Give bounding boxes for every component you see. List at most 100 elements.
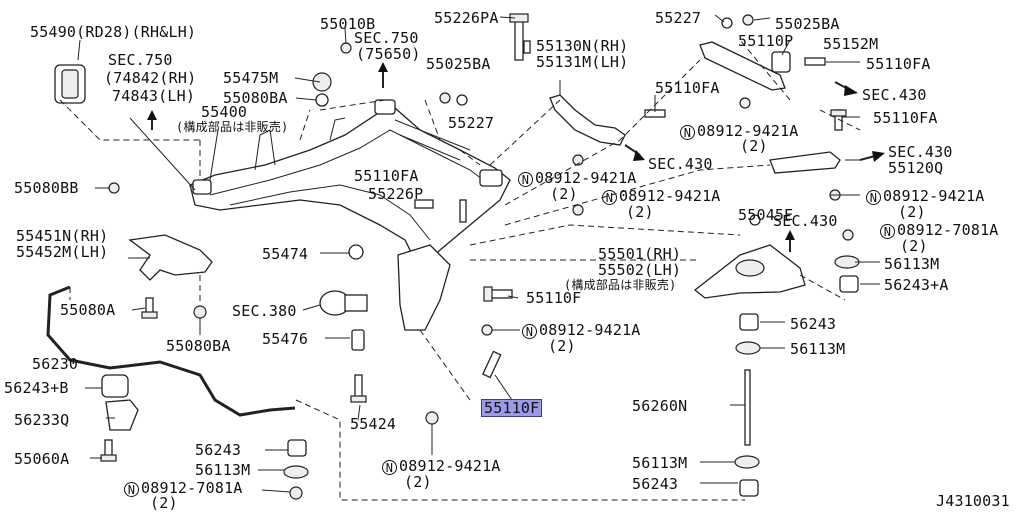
nuts-washers [108, 14, 854, 500]
nut-symbol-icon: N [880, 224, 895, 239]
nut-symbol-icon: N [522, 324, 537, 339]
label-qty-1: (2) [740, 137, 768, 155]
nut-symbol-icon: N [602, 190, 617, 205]
bolts [100, 13, 847, 462]
nut-symbol-icon: N [518, 172, 533, 187]
label-55110fa-left: 55110FA [354, 167, 419, 185]
label-55110p: 55110P [738, 32, 794, 50]
label-56230: 56230 [32, 355, 79, 373]
label-sec750-b: SEC.750 [354, 29, 419, 47]
nut-symbol-icon: N [866, 190, 881, 205]
label-55152m: 55152M [823, 35, 879, 53]
bushing-56243b [101, 374, 129, 398]
label-qty-2: (2) [550, 185, 578, 203]
label-56243b: 56243+B [4, 379, 69, 397]
label-sec750-a-lh: 74843(LH) [112, 87, 196, 105]
bushing-55152m [771, 51, 791, 73]
label-qty-3: (2) [626, 203, 654, 221]
label-55452m: 55452M(LH) [16, 243, 109, 261]
label-55110fa-mid: 55110FA [655, 79, 720, 97]
label-sec750-a-rh: (74842(RH) [104, 69, 197, 87]
label-55080ba-top: 55080BA [223, 89, 288, 107]
leader-lines [77, 14, 880, 493]
label-56113m-bl: 56113M [195, 461, 251, 479]
rear-subframe [189, 99, 511, 331]
label-55060a: 55060A [14, 450, 70, 468]
upper-link-55130n [549, 94, 626, 146]
label-56113m-r1: 56113M [884, 255, 940, 273]
label-56113m-r2: 56113M [790, 340, 846, 358]
label-qty-7081a-bl: (2) [150, 494, 178, 512]
mount-55490 [54, 64, 86, 104]
label-non-sale-1: (構成部品は非販売) [176, 120, 289, 134]
label-55010b: 55010B [320, 15, 376, 33]
label-56243a: 56243+A [884, 276, 949, 294]
label-sec430-a: SEC.430 [862, 86, 927, 104]
label-55131m: 55131M(LH) [536, 53, 629, 71]
label-55424: 55424 [350, 415, 397, 433]
label-55227-mid: 55227 [448, 114, 495, 132]
label-qty-6: (2) [404, 473, 432, 491]
label-55476: 55476 [262, 330, 309, 348]
label-55120q: 55120Q [888, 159, 944, 177]
label-56233q: 56233Q [14, 411, 70, 429]
clamp-56233q [105, 399, 139, 431]
direction-arrows [147, 62, 885, 252]
label-56243-r1: 56243 [790, 315, 837, 333]
label-55227-top: 55227 [655, 9, 702, 27]
nut-symbol-icon: N [124, 482, 139, 497]
label-55451n: 55451N(RH) [16, 227, 109, 245]
label-56243-r2: 56243 [632, 475, 679, 493]
label-55110fa-r2: 55110FA [873, 109, 938, 127]
label-55110f-mid: 55110F [526, 289, 582, 307]
label-55110f-highlighted[interactable]: 55110F [481, 399, 543, 417]
label-55226pa: 55226PA [434, 9, 499, 27]
nut-symbol-icon: N [680, 125, 695, 140]
label-qty-7081a-r: (2) [900, 237, 928, 255]
label-55080ba-bot: 55080BA [166, 337, 231, 355]
label-sec750-b-sub: (75650) [356, 45, 421, 63]
component-sec380 [319, 290, 368, 351]
dashed-leaders [59, 39, 861, 501]
label-qty-4: (2) [898, 203, 926, 221]
label-55025ba-top: 55025BA [775, 15, 840, 33]
label-55475m: 55475M [223, 69, 279, 87]
diagram-id: J4310031 [936, 492, 1010, 510]
link-55120q [769, 151, 841, 174]
label-55400: 55400 [201, 103, 248, 121]
label-55474: 55474 [262, 245, 309, 263]
label-sec750-a: SEC.750 [108, 51, 173, 69]
label-55045e: 55045E [738, 206, 794, 224]
label-qty-5: (2) [548, 337, 576, 355]
label-55080bb: 55080BB [14, 179, 79, 197]
label-sec380: SEC.380 [232, 302, 297, 320]
arm-55451n [128, 234, 213, 281]
label-56113m-r3: 56113M [632, 454, 688, 472]
label-55502: 55502(LH) [598, 261, 682, 279]
label-55130n: 55130N(RH) [536, 37, 629, 55]
link-55110p [699, 41, 786, 91]
insulators [283, 255, 860, 497]
label-55025ba-mid: 55025BA [426, 55, 491, 73]
nut-symbol-icon: N [382, 460, 397, 475]
label-56243-bl: 56243 [195, 441, 242, 459]
label-55226p: 55226P [368, 185, 424, 203]
label-sec430-c: SEC.430 [888, 143, 953, 161]
label-sec430-b: SEC.430 [648, 155, 713, 173]
label-55501: 55501(RH) [598, 245, 682, 263]
label-56260n: 56260N [632, 397, 688, 415]
label-55110fa-r1: 55110FA [866, 55, 931, 73]
label-non-sale-2: (構成部品は非販売) [564, 278, 677, 292]
label-sec430-d: SEC.430 [773, 212, 838, 230]
label-55490: 55490(RD28)(RH&LH) [30, 23, 197, 41]
